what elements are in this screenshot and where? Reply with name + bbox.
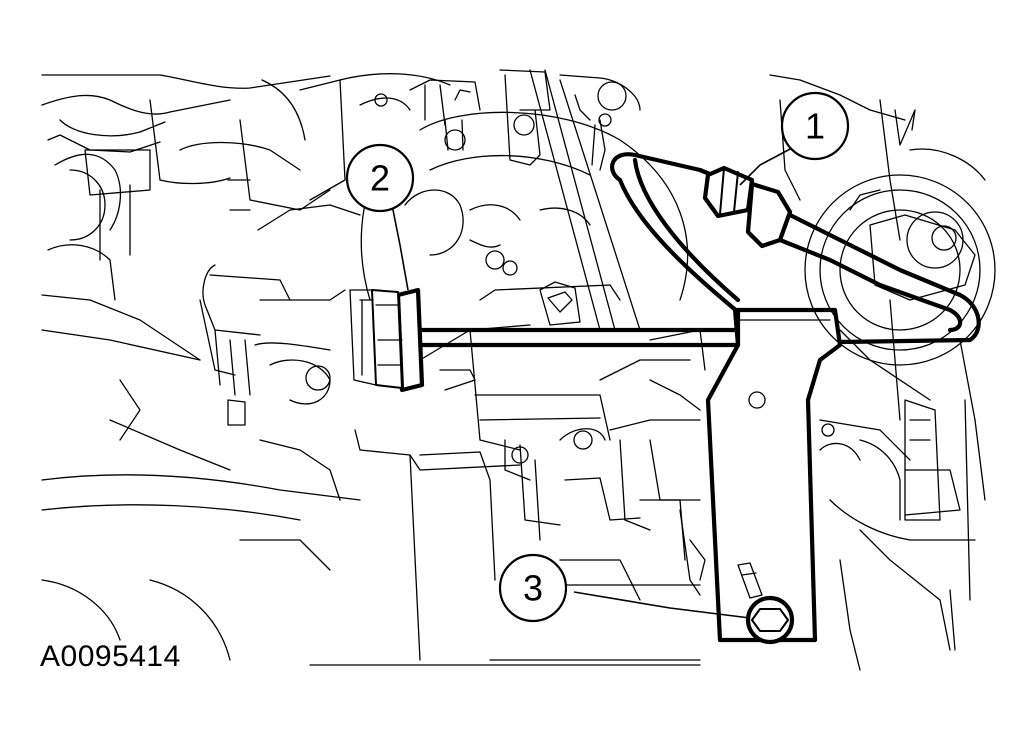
engine-background-linework: [41, 69, 996, 671]
callout-1-number: 1: [805, 106, 825, 147]
callout-1: 1: [780, 91, 850, 161]
callout-3-number: 3: [523, 568, 543, 609]
callout-2-number: 2: [370, 158, 390, 199]
special-tool-outline: [349, 152, 981, 645]
figure-id-label: A0095414: [40, 640, 181, 673]
callout-3: 3: [498, 553, 568, 623]
callout-leaders: [391, 147, 793, 619]
callout-2: 2: [345, 143, 415, 213]
